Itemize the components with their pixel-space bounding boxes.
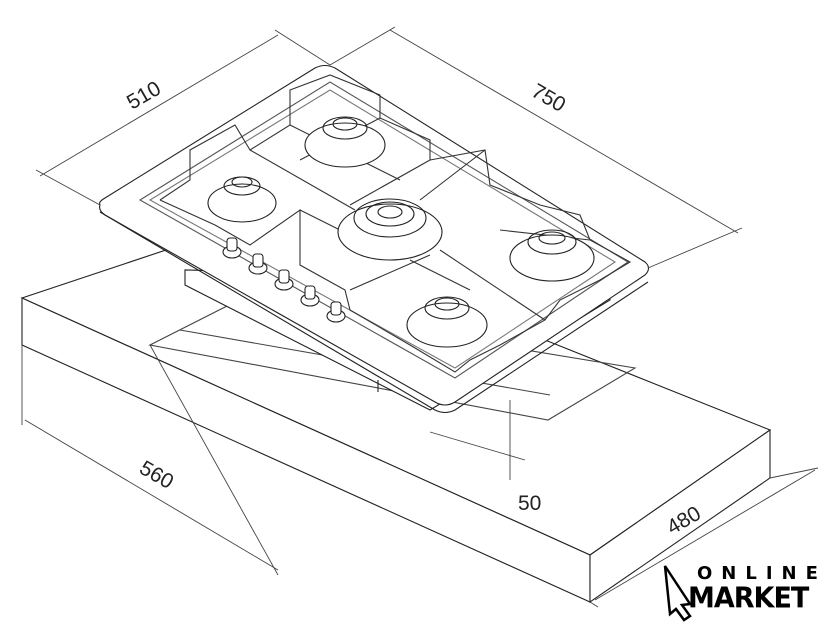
logo-text-market: MARKET (688, 582, 809, 615)
control-knobs (222, 237, 346, 323)
knob-2 (248, 253, 268, 275)
burner-center-wok (337, 198, 443, 261)
dim-cutout-width: 560 (136, 456, 178, 493)
burner-front-right (406, 296, 488, 348)
dimension-lines (21, 26, 819, 608)
knob-4 (300, 285, 320, 307)
knob-3 (274, 269, 294, 291)
knob-1 (222, 237, 242, 259)
burner-rear-left (304, 116, 386, 168)
logo-text-online: ONLINE (697, 563, 827, 584)
dim-hob-depth: 510 (123, 77, 165, 114)
knob-5 (326, 301, 346, 323)
cursor-logo-icon (663, 565, 693, 622)
burner-rear-right (509, 229, 595, 282)
dim-hob-width: 750 (528, 79, 570, 116)
dim-height: 50 (518, 492, 541, 515)
burner-front-left-small (207, 176, 277, 223)
